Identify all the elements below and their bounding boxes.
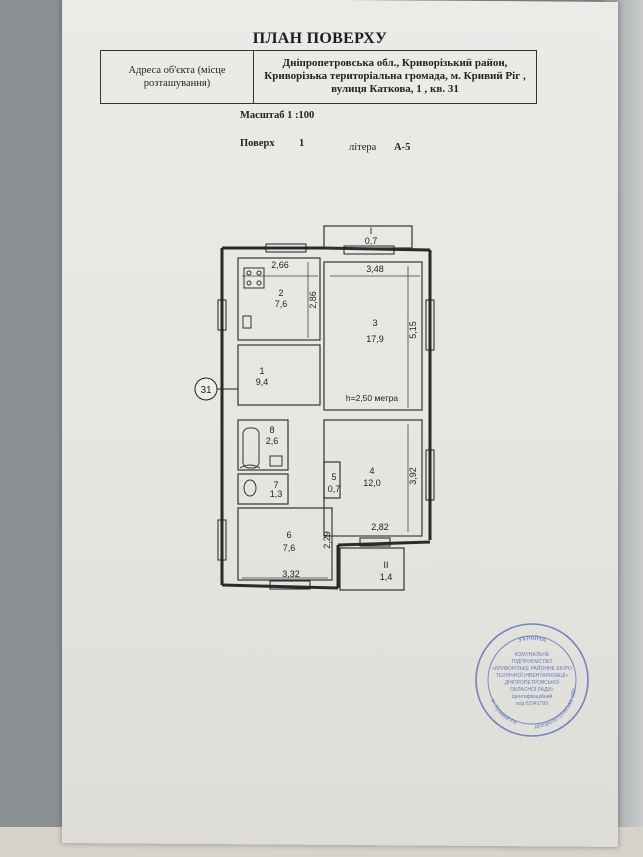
room-area: 7,6 xyxy=(283,543,296,553)
stamp-line: ТЕХНІЧНОЇ ІНВЕНТАРИЗАЦІЇ» xyxy=(496,672,569,679)
windows xyxy=(217,243,435,590)
dimension-labels: 2,66 3,48 2,82 3,32 2,86 5,15 3,92 2,29 … xyxy=(271,260,418,579)
address-line: Криворізька територіальна громада, м. Кр… xyxy=(264,70,526,82)
stamp-country: УКРАЇНА xyxy=(517,634,547,644)
room-labels: 2 7,6 3 17,9 1 9,4 8 2,6 7 1,3 5 0,7 4 1… xyxy=(256,226,393,582)
letter-label: літера xyxy=(349,142,377,153)
washbasin-icon xyxy=(269,455,283,467)
stamp-line: Ідентифікаційний xyxy=(512,693,553,700)
balcony-one xyxy=(323,225,413,249)
stove-icon xyxy=(243,267,265,289)
svg-text:УКРАЇНА: УКРАЇНА xyxy=(517,634,547,644)
dimension-label: 3,92 xyxy=(408,467,418,485)
room-area: 1,3 xyxy=(270,489,283,499)
floor-label: Поверх xyxy=(240,138,275,149)
stamp-line: ДНІПРОПЕТРОВСЬКОЇ xyxy=(505,679,560,686)
dimension-label: 2,29 xyxy=(322,531,332,549)
toilet-icon xyxy=(243,479,257,497)
balcony-two xyxy=(339,547,405,591)
stamp-line: ОБЛАСНОЇ РАДИ» xyxy=(510,686,554,693)
room-area: 0,7 xyxy=(328,484,341,494)
dimension-label: 2,82 xyxy=(371,522,389,532)
room-area: 0,7 xyxy=(365,236,378,246)
room-number: 4 xyxy=(369,466,374,476)
apartment-number: 31 xyxy=(200,385,212,396)
svg-text:м. Кривий Ріг: м. Кривий Ріг xyxy=(489,698,518,727)
room-number: 2 xyxy=(278,288,283,298)
room-area: 2,6 xyxy=(266,436,279,446)
room-number: 8 xyxy=(269,425,274,435)
dimension-label: 2,66 xyxy=(271,260,289,270)
stamp-line: «КРИВОРІЗЬКЕ РАЙОННЕ БЮРО xyxy=(492,664,572,672)
apartment-marker: 31 xyxy=(194,377,238,401)
address-label: Адреса об'єкта (місце розташування) xyxy=(101,51,254,103)
room-number: 7 xyxy=(273,480,278,490)
room-number: 5 xyxy=(331,472,336,482)
room-number: 6 xyxy=(286,530,291,540)
stamp-line: код 02341799 xyxy=(516,701,548,707)
dimension-label: 3,48 xyxy=(366,264,384,274)
room-area: 17,9 xyxy=(366,334,384,344)
room-area: 1,4 xyxy=(380,572,393,582)
floor-value: 1 xyxy=(299,138,305,149)
dimension-label: 2,86 xyxy=(308,291,318,309)
room-number: 3 xyxy=(372,318,377,328)
room-area: 12,0 xyxy=(363,478,381,488)
page-title: ПЛАН ПОВЕРХУ xyxy=(252,30,388,47)
address-line: Дніпропетровська обл., Криворізький райо… xyxy=(282,57,508,69)
stamp-line: ПІДПРИЄМСТВО xyxy=(512,659,552,665)
stamp-city: м. Кривий Ріг xyxy=(489,698,518,727)
address-value: Дніпропетровська обл., Криворізький райо… xyxy=(254,51,536,103)
scale-label: Масштаб 1 :100 xyxy=(240,110,315,121)
address-line: вулиця Каткова, 1 , кв. 31 xyxy=(331,83,459,95)
official-stamp: УКРАЇНА м. Кривий Ріг Дніпропетровська о… xyxy=(475,623,589,737)
stamp-line: КОМУНАЛЬНЕ xyxy=(515,652,550,658)
room-area: 9,4 xyxy=(256,377,269,387)
bathtub-icon xyxy=(242,427,260,469)
room-number: 1 xyxy=(259,366,264,376)
room-number: I xyxy=(370,226,373,236)
outer-walls xyxy=(220,246,432,590)
sink-icon xyxy=(242,315,252,329)
bathroom-fixtures xyxy=(239,267,283,497)
address-table: Адреса об'єкта (місце розташування) Дніп… xyxy=(100,50,537,104)
dimension-lines xyxy=(242,262,420,579)
room-area: 7,6 xyxy=(275,299,288,309)
ceiling-height-note: h=2,50 метра xyxy=(346,393,399,403)
dimension-label: 3,32 xyxy=(282,569,300,579)
letter-value: А-5 xyxy=(394,142,411,153)
room-number: II xyxy=(383,560,388,570)
dimension-label: 5,15 xyxy=(408,321,418,339)
